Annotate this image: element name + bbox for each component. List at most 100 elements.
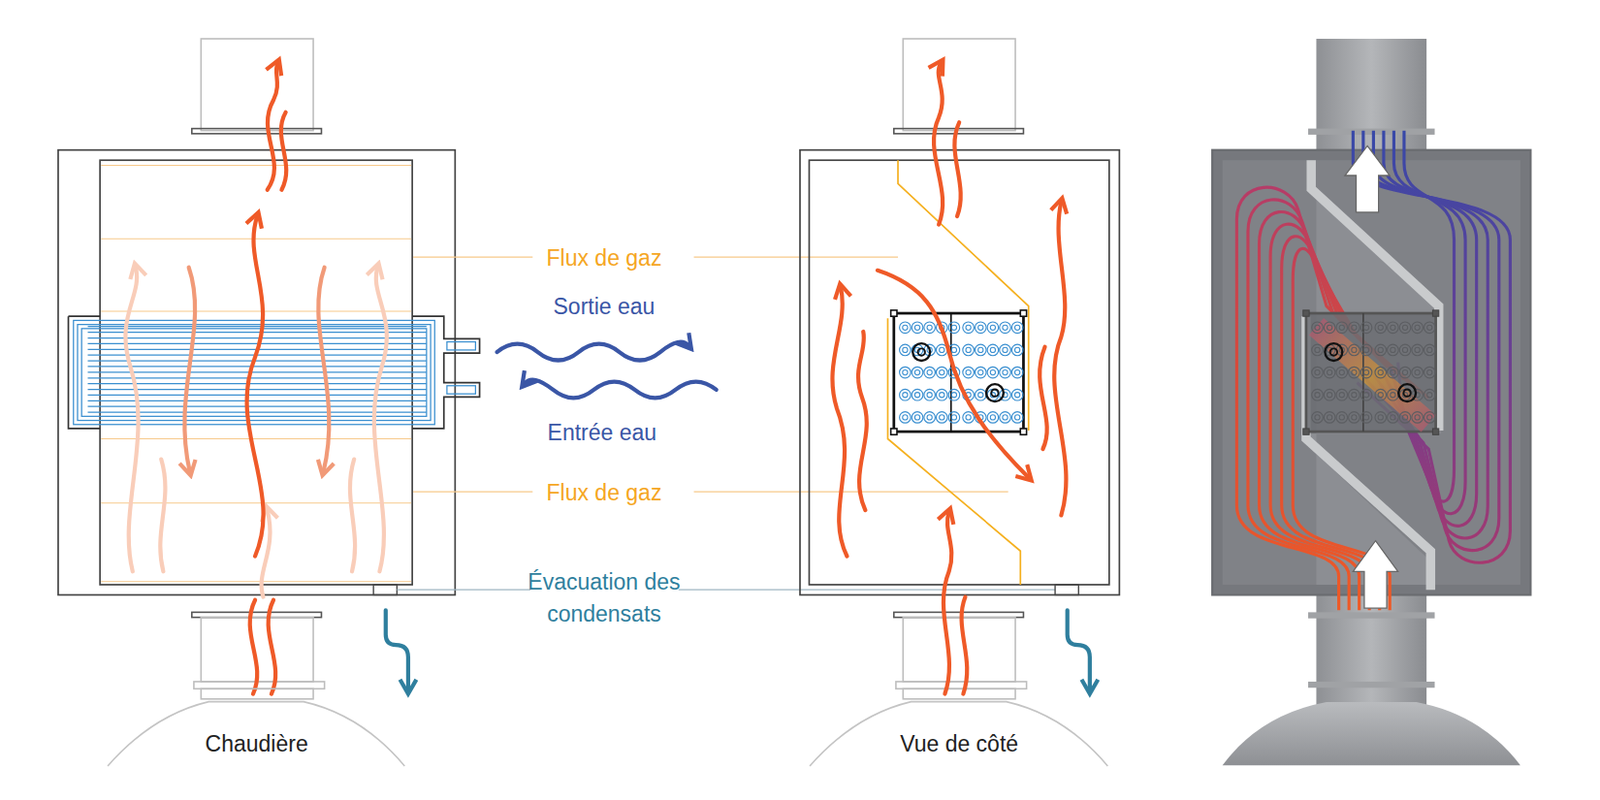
tube-section [1423,366,1436,379]
tube-section [1339,392,1344,398]
tube-section [1375,366,1387,379]
side-view-gas-flow [877,270,1029,479]
tube-section [935,388,948,401]
tube-section [978,347,984,352]
tube-section [1387,366,1400,379]
side-view-exchanger [808,160,1109,585]
tube-section [1327,392,1333,398]
tube-section [902,347,908,352]
rendered-exchanger [1312,321,1436,423]
side-view-exchanger [902,688,1016,700]
tube-section [1414,415,1420,420]
water-tube [87,331,426,333]
left-gas-flow [160,459,165,573]
tube-section [974,366,987,379]
tube-section [1399,412,1411,424]
tube-section [1339,324,1344,330]
water-tube [87,371,426,373]
left-exchanger [192,128,322,134]
leader-lines [396,589,531,591]
tube-section [1312,321,1324,334]
left-exchanger [100,438,412,440]
tube-section [924,321,936,334]
side-view-exchanger [800,38,1120,700]
tube-section [1375,321,1387,334]
leader-lines [413,491,533,493]
tube-section [1399,366,1411,379]
tube-section [899,412,912,424]
tube-section [948,388,960,401]
tube-section [1015,324,1021,330]
water-arrows [496,342,689,361]
left-exchanger [373,584,397,596]
rendered-exchanger [1315,326,1429,424]
side-view-gas-flow [858,331,867,511]
tube-section [987,366,999,379]
side-view-gas-flow [1054,201,1066,515]
tube-section [1423,344,1436,356]
connection-port [912,343,930,361]
leader-lines [694,491,1009,493]
tube-section [1411,412,1424,424]
connection-port [918,348,926,355]
water-inlet [447,385,476,394]
tube-section [1390,369,1396,375]
tube-section [1351,392,1357,398]
water-tube [87,365,426,367]
tube-section [990,347,995,352]
tube-section [1348,388,1361,401]
tube-section [951,392,957,398]
connection-port [1330,348,1338,355]
tube-section [1348,344,1361,356]
tube-section [965,415,971,420]
side-view-gas-flow [1039,347,1048,449]
tube-section [978,324,984,330]
tube-section [935,366,948,379]
tube-section [951,324,957,330]
rendered-exchanger [1352,541,1398,608]
leader-lines [694,256,898,258]
left-exchanger [100,580,412,582]
tube-section [1375,344,1387,356]
rendered-exchanger [1432,428,1439,435]
tube-section [1351,347,1357,352]
tube-section [1377,415,1383,420]
side-view-exchanger [1020,428,1026,435]
tube-section [1011,388,1024,401]
tube-section [1360,321,1373,334]
rendered-exchanger [1432,310,1439,317]
tube-section [1348,321,1361,334]
tube-section [1312,366,1324,379]
tube-section [902,324,908,330]
water-tube [87,377,426,379]
tube-section [990,415,995,420]
tube-section [935,412,948,424]
side-view-gas-flow [832,63,1089,694]
tube-section [1015,369,1021,375]
tube-section [1402,324,1408,330]
tube-section [1336,388,1348,401]
tube-section [1011,321,1024,334]
tube-section [1377,392,1383,398]
tube-section [939,392,945,398]
tube-section [1314,392,1320,398]
rendered-exchanger [1303,310,1440,435]
tube-section [974,388,987,401]
left-gas-flow [318,267,329,472]
tube-section [899,321,912,334]
tube-section [965,324,971,330]
left-exchanger [193,681,325,689]
tube-section [1348,366,1361,379]
tube-section [1327,324,1333,330]
tube-section [962,366,975,379]
tube-section [1427,369,1433,375]
left-gas-flow [374,267,387,573]
tube-section [1348,412,1361,424]
left-exchanger [100,164,412,581]
left-exchanger [58,38,480,689]
left-gas-flow [385,609,409,690]
connection-port [991,388,998,396]
side-view-exchanger [902,38,1016,131]
tube-section [1423,321,1436,334]
